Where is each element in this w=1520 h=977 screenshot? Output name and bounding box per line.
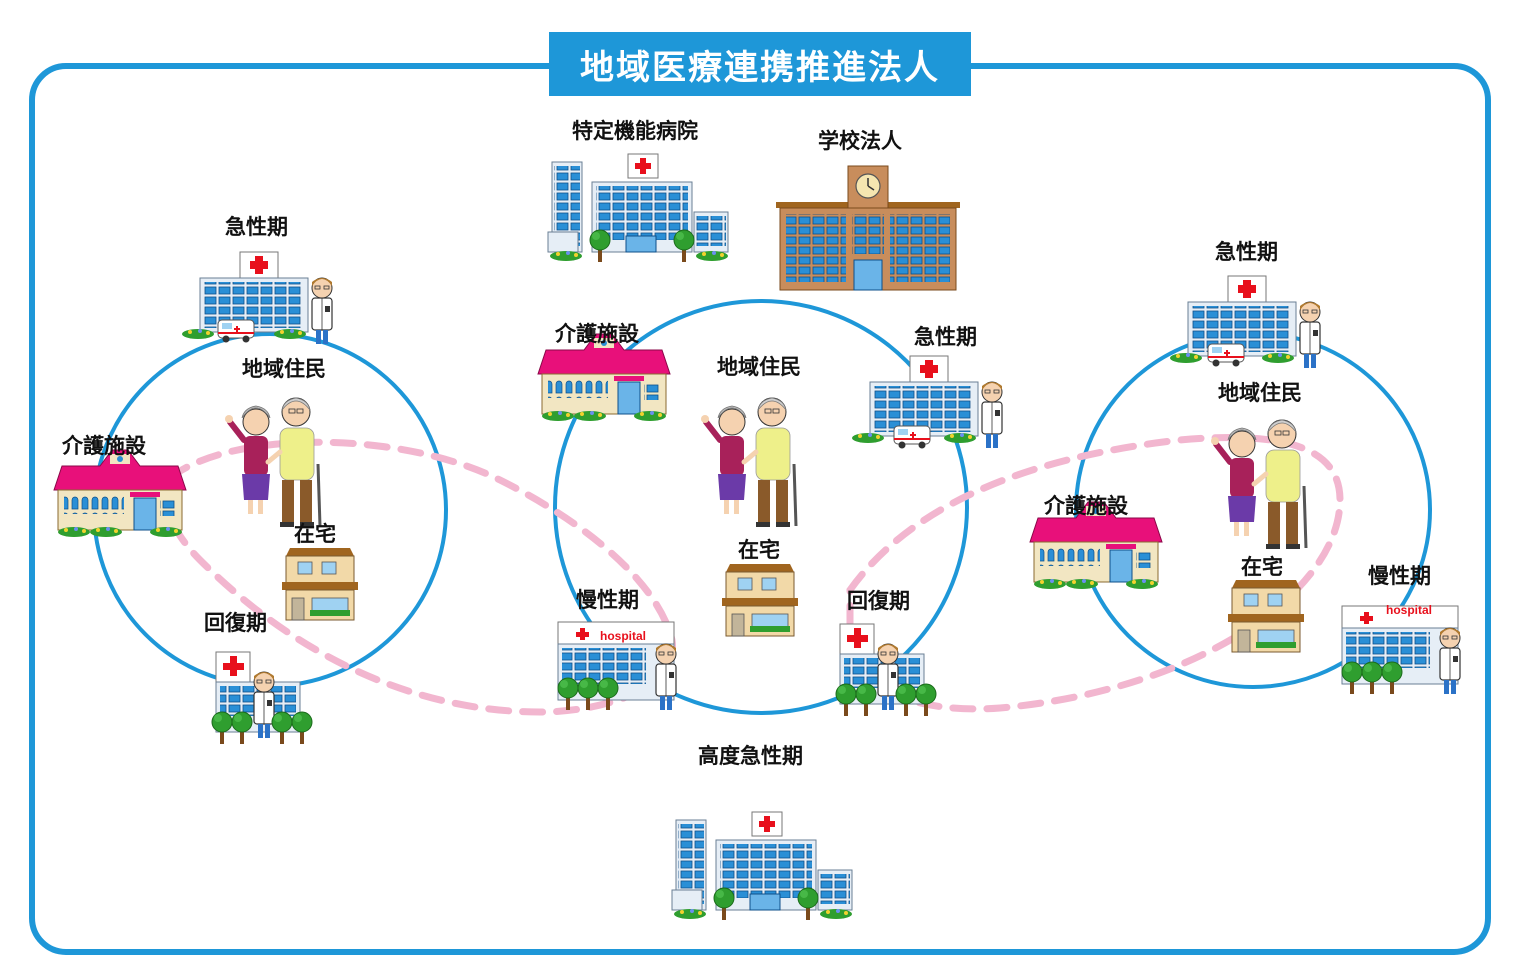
school-icon — [775, 165, 961, 291]
right-ambulance-icon — [1207, 343, 1245, 367]
label-right-chronic: 慢性期 — [1368, 564, 1431, 588]
center-ambulance-icon — [893, 425, 931, 449]
left-home-icon — [281, 547, 359, 621]
label-right-residents: 地域住民 — [1218, 381, 1302, 405]
advanced-acute-hospital-icon — [672, 812, 852, 920]
label-left-acute: 急性期 — [225, 215, 288, 239]
left-residents-icon — [225, 398, 320, 527]
label-special-hospital: 特定機能病院 — [572, 119, 698, 143]
center-hospital-sign: hospital — [600, 629, 646, 643]
right-home-icon — [1227, 579, 1305, 653]
label-center-residents: 地域住民 — [717, 355, 801, 379]
left-care-facility-icon — [54, 450, 186, 537]
label-right-acute: 急性期 — [1215, 240, 1278, 264]
right-dashed-link — [846, 434, 1344, 713]
left-recovery-hospital-icon — [212, 652, 312, 744]
label-right-home: 在宅 — [1241, 555, 1283, 579]
label-school-corp: 学校法人 — [818, 129, 902, 153]
left-acute-hospital-icon — [182, 252, 332, 344]
label-advanced-acute: 高度急性期 — [698, 744, 803, 768]
center-region-circle — [553, 299, 969, 715]
center-care-facility-icon — [538, 334, 670, 421]
label-center-home: 在宅 — [738, 538, 780, 562]
center-home-icon — [721, 563, 799, 637]
label-center-recovery: 回復期 — [847, 589, 910, 613]
label-left-residents: 地域住民 — [242, 357, 326, 381]
label-left-home: 在宅 — [294, 522, 336, 546]
label-left-care: 介護施設 — [62, 434, 146, 458]
label-center-care: 介護施設 — [555, 322, 639, 346]
center-residents-icon — [701, 398, 796, 527]
label-left-recovery: 回復期 — [204, 611, 267, 635]
page-title: 地域医療連携推進法人 — [549, 32, 971, 96]
label-right-care: 介護施設 — [1044, 494, 1128, 518]
right-acute-hospital-icon — [1170, 276, 1320, 368]
label-center-chronic: 慢性期 — [576, 588, 639, 612]
special-hospital-icon — [548, 154, 728, 262]
label-center-acute: 急性期 — [914, 325, 977, 349]
right-chronic-hospital-icon — [1342, 606, 1460, 694]
right-hospital-sign: hospital — [1386, 603, 1432, 617]
